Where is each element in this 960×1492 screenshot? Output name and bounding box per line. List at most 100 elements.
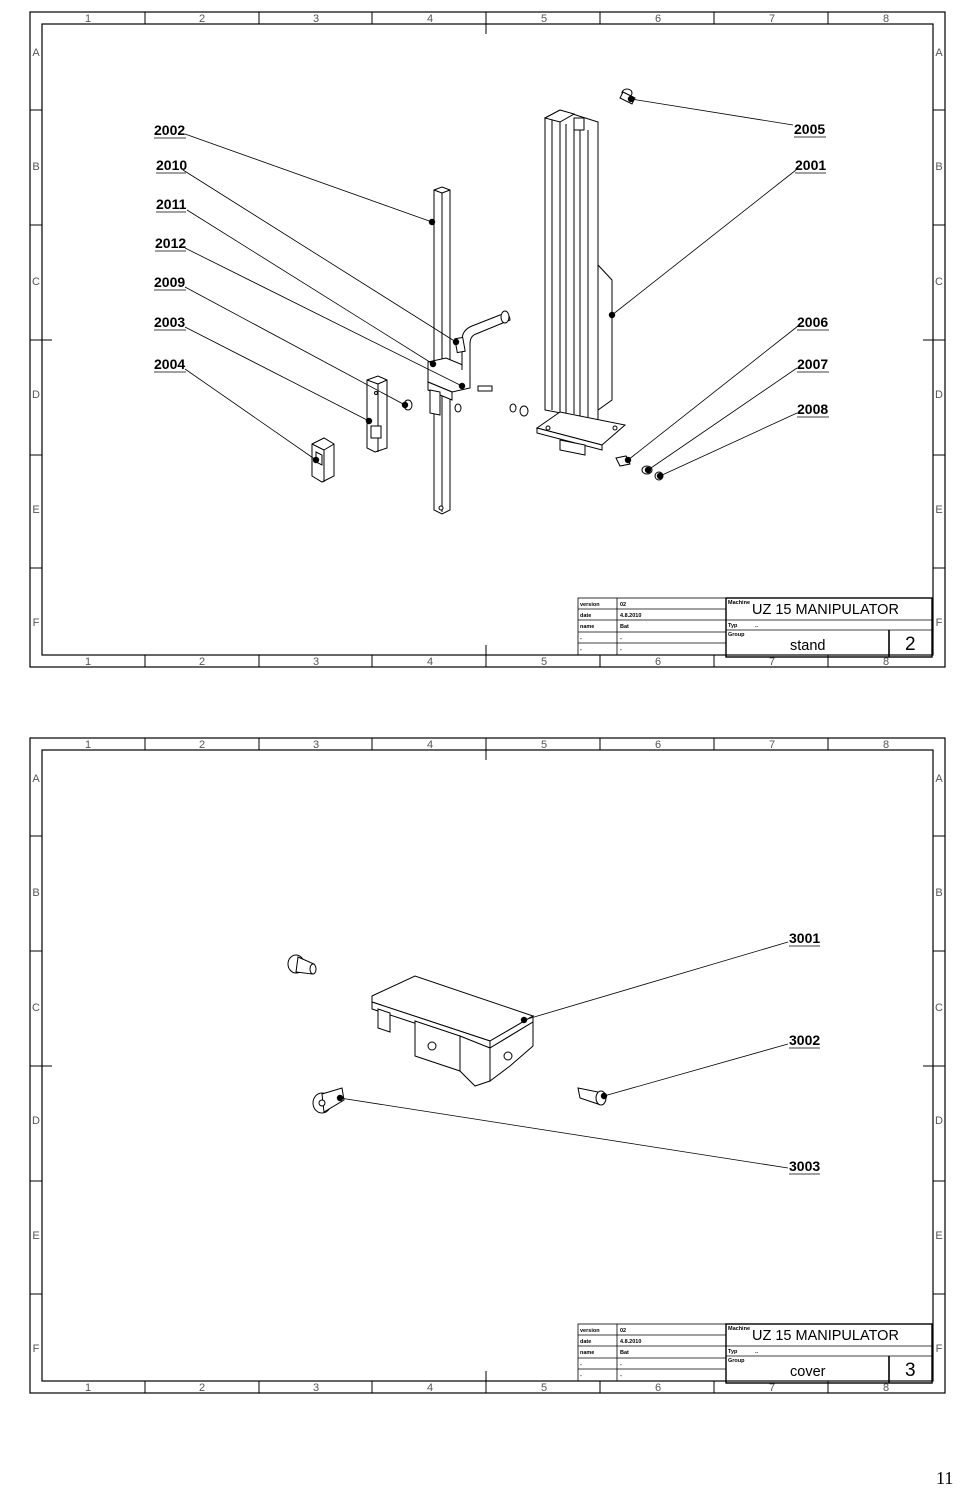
- nut-part: [454, 403, 462, 413]
- row-label: F: [33, 617, 40, 629]
- column-label: 2: [199, 1382, 205, 1394]
- leader-dot: [429, 360, 437, 368]
- row-label: E: [32, 1230, 39, 1242]
- column-label: 8: [883, 13, 889, 25]
- column-label: 6: [655, 13, 661, 25]
- callout-2003: 2003: [154, 314, 185, 330]
- column-label: 5: [541, 739, 547, 751]
- drawing-sheet-cover: 1 2 3 4 5 6 7 8 1 2 3 4 5 6 7 8 A B C D …: [0, 726, 960, 1406]
- column-label: 4: [427, 13, 433, 25]
- callout-2005: 2005: [794, 121, 825, 137]
- stand-column: [535, 109, 627, 456]
- name-label: name: [580, 624, 594, 630]
- row-label: A: [935, 47, 943, 59]
- name-value: Bat: [620, 624, 629, 630]
- leader-dot: [336, 1094, 344, 1102]
- clamp-block: [427, 310, 511, 416]
- column-label: 2: [199, 739, 205, 751]
- sheet-number: 2: [905, 634, 916, 655]
- callout-3003: 3003: [789, 1158, 820, 1174]
- column-label: 5: [541, 656, 547, 668]
- row-label: B: [935, 887, 942, 899]
- row-label: A: [32, 47, 40, 59]
- date-label: date: [580, 613, 591, 619]
- leader-line: [659, 412, 798, 477]
- blank-cell: -: [620, 647, 622, 653]
- machine-label: Machine: [728, 1326, 750, 1332]
- blank-cell: -: [580, 1362, 582, 1368]
- leader-dot: [312, 456, 320, 464]
- rack-bar: [433, 186, 451, 515]
- callout-2008: 2008: [797, 401, 828, 417]
- leader-line: [523, 941, 789, 1021]
- column-label: 3: [313, 656, 319, 668]
- callout-3001: 3001: [789, 930, 820, 946]
- title-block: version 02 date 4.8.2010 name Bat - - - …: [577, 1323, 933, 1384]
- blank-cell: -: [620, 1362, 622, 1368]
- leader-line: [603, 1043, 789, 1097]
- leader-dot: [401, 401, 409, 409]
- row-label: B: [935, 161, 942, 173]
- row-label: D: [32, 1115, 40, 1127]
- row-label: E: [935, 504, 942, 516]
- column-label: 1: [85, 13, 91, 25]
- column-label: 7: [769, 1382, 775, 1394]
- leader-dot: [600, 1092, 608, 1100]
- washer-part: [519, 405, 529, 417]
- blank-cell: -: [620, 1373, 622, 1379]
- washer-part: [509, 403, 517, 413]
- version-label: version: [580, 1328, 600, 1334]
- leader-dot: [428, 218, 436, 226]
- leader-line: [627, 325, 799, 461]
- column-label: 7: [769, 656, 775, 668]
- blank-cell: -: [580, 647, 582, 653]
- column-label: 5: [541, 1382, 547, 1394]
- callout-2007: 2007: [797, 356, 828, 372]
- version-value: 02: [620, 602, 626, 608]
- leader-dot: [656, 472, 664, 480]
- machine-label: Machine: [728, 600, 750, 606]
- end-block: [311, 437, 335, 483]
- column-label: 8: [883, 739, 889, 751]
- leader-line: [647, 367, 798, 471]
- column-label: 3: [313, 739, 319, 751]
- base-fasteners: [615, 455, 664, 481]
- name-label: name: [580, 1350, 594, 1356]
- row-label: B: [32, 887, 39, 899]
- column-label: 7: [769, 739, 775, 751]
- column-label: 2: [199, 656, 205, 668]
- cover-assembly: [287, 954, 607, 1114]
- column-label: 1: [85, 739, 91, 751]
- outer-frame: [29, 11, 946, 668]
- leader-dot: [458, 382, 466, 390]
- leader-dot: [520, 1016, 528, 1024]
- leader-line: [182, 169, 457, 343]
- title-block: version 02 date 4.8.2010 name Bat - - - …: [577, 597, 933, 658]
- type-value: ..: [755, 1349, 759, 1355]
- machine-name: UZ 15 MANIPULATOR: [752, 1328, 899, 1344]
- leader-line: [184, 368, 317, 461]
- drawing-sheet-stand: 1 2 3 4 5 6 7 8 1 2 3 4 5 6 7 8 A B C D …: [0, 0, 960, 680]
- leader-dot: [608, 311, 616, 319]
- callout-2004: 2004: [154, 356, 185, 372]
- slide-plate: [366, 375, 388, 453]
- column-label: 7: [769, 13, 775, 25]
- row-label: F: [33, 1343, 40, 1355]
- leader-line: [184, 286, 406, 406]
- leader-dot: [452, 338, 460, 346]
- group-name: stand: [790, 638, 825, 654]
- blank-cell: -: [620, 636, 622, 642]
- row-label: D: [32, 389, 40, 401]
- group-label: Group: [728, 1358, 745, 1364]
- callout-2010: 2010: [156, 157, 187, 173]
- column-label: 3: [313, 1382, 319, 1394]
- leader-line: [184, 247, 463, 387]
- callout-3002: 3002: [789, 1032, 820, 1048]
- inner-frame: [41, 23, 934, 656]
- leader-dot: [624, 456, 632, 464]
- callout-2006: 2006: [797, 314, 828, 330]
- column-label: 2: [199, 13, 205, 25]
- row-label: B: [32, 161, 39, 173]
- column-label: 6: [655, 656, 661, 668]
- type-label: Typ: [728, 623, 738, 629]
